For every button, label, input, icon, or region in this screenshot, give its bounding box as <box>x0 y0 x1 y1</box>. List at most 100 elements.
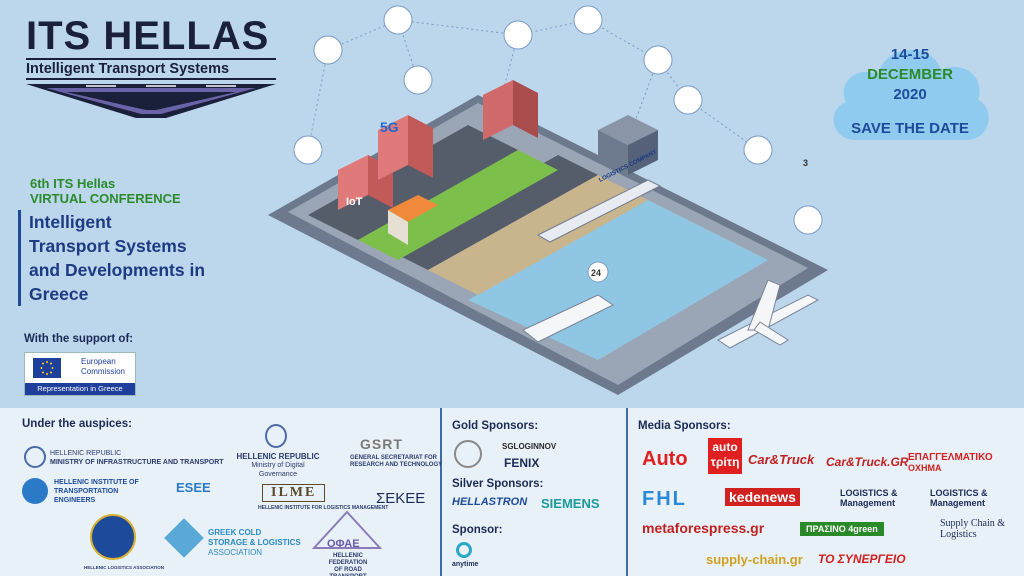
siemens-logo: SIEMENS <box>541 496 600 511</box>
car-icon <box>573 5 603 35</box>
logo-subtitle: Intelligent Transport Systems <box>26 58 276 80</box>
auto-specialist-logo: Auto <box>642 448 688 470</box>
sponsor-heading: Sponsor: <box>452 524 503 536</box>
sekee-logo: ΣΕΚΕΕ <box>376 490 426 507</box>
metaforespress-logo: metaforespress.gr <box>642 520 765 536</box>
tag-iot: IoT <box>346 196 363 208</box>
prasino-logo: ΠΡΑΣΙΝΟ 4green <box>800 522 884 536</box>
epag-line2: ΟΧΗΜΑ <box>908 463 942 473</box>
greek-emblem-icon <box>265 424 287 448</box>
hite-logo-icon <box>22 478 48 504</box>
smart-city-illustration: 5G IoT LOGISTICS COMPANY 24 3 <box>268 5 828 395</box>
conference-title: Intelligent Transport Systems and Develo… <box>18 210 258 306</box>
ofae-triangle-icon <box>312 510 382 549</box>
fenix-logo: FENIX <box>504 456 540 470</box>
charger-icon <box>643 45 673 75</box>
gcs: GREEK COLD STORAGE & LOGISTICS ASSOCIATI… <box>208 528 301 558</box>
pylon-icon <box>673 85 703 115</box>
hellastron-logo: HELLASTRON <box>452 496 528 508</box>
esee-logo: ESEE <box>176 480 211 495</box>
auto-triti-logo: auto τρίτη <box>708 438 742 474</box>
ofae-subtitle: HELLENIC FEDERATION OF ROAD TRANSPORT <box>318 553 378 576</box>
hero-banner: ITS HELLAS Intelligent Transport Systems… <box>18 5 994 396</box>
gsrt-sub-line1: GENERAL SECRETARIAT FOR <box>350 455 438 461</box>
to-synergeio-logo: ΤΟ ΣΥΝΕΡΓΕΙΟ <box>818 552 906 566</box>
save-the-date: SAVE THE DATE <box>851 120 969 137</box>
traffic-light-icon <box>403 65 433 95</box>
supply-chain-logistics-logo: Supply Chain & Logistics <box>940 518 1006 540</box>
auto-triti-line1: auto <box>712 440 738 454</box>
ofae-sub-line2: OF ROAD TRANSPORT <box>329 567 366 576</box>
gold-seal-icon <box>454 440 482 468</box>
epag-line1: ΕΠΑΓΓΕΛΜΑΤΙΚΟ <box>908 452 993 463</box>
logistics-management-logo-1: LOGISTICS & Management <box>840 488 898 508</box>
its-hellas-logo: ITS HELLAS Intelligent Transport Systems <box>26 16 276 118</box>
conference-type: VIRTUAL CONFERENCE <box>30 191 181 206</box>
sgloginnov-logo: SGLOGINNOV <box>502 442 557 451</box>
date-cloud: 14-15 DECEMBER 2020 SAVE THE DATE <box>826 30 994 148</box>
hla-logo-icon <box>90 514 136 560</box>
epag-oxima-logo: ΕΠΑΓΓΕΛΜΑΤΙΚΟ ΟΧΗΜΑ <box>908 452 993 473</box>
auto-triti-line2: τρίτη <box>710 455 740 469</box>
date-year: 2020 <box>893 86 927 103</box>
bolt-icon <box>503 20 533 50</box>
car-truck-logo: Car&Truck <box>748 452 815 467</box>
ministry-digital: HELLENIC REPUBLIC Ministry of Digital Go… <box>232 452 324 479</box>
bike-icon <box>313 35 343 65</box>
gsrt-logo: GSRT <box>360 436 403 452</box>
hite-line2: TRANSPORTATION <box>54 488 119 495</box>
ec-line2: Commission <box>81 367 126 376</box>
ofae-logo: ΟΦΑΕ <box>327 538 360 550</box>
hite-line1: HELLENIC INSTITUTE OF <box>54 479 139 486</box>
scooter-icon <box>293 135 323 165</box>
ministry-transport: HELLENIC REPUBLIC MINISTRY OF INFRASTRUC… <box>50 449 224 467</box>
supply-chain-gr-logo: supply-chain.gr <box>706 552 803 567</box>
kedenews-logo: kedenews <box>725 488 800 506</box>
car-truck-gr-logo: Car&Truck.GR <box>826 455 909 469</box>
sponsors-panel <box>0 408 1024 576</box>
ilme-subtitle: HELLENIC INSTITUTE FOR LOGISTICS MANAGEM… <box>258 505 389 511</box>
road-logo-icon <box>26 84 276 118</box>
ec-line1: European <box>81 357 116 366</box>
ec-name: European Commission <box>81 357 125 377</box>
eu-flag-icon <box>33 358 61 378</box>
date-month: DECEMBER <box>867 66 953 83</box>
auspices-heading: Under the auspices: <box>22 418 132 430</box>
conference-title-line2: Transport Systems <box>29 236 187 256</box>
globe-icon <box>793 205 823 235</box>
ec-representation: Representation in Greece <box>25 383 135 395</box>
media-sponsors-heading: Media Sponsors: <box>638 420 731 432</box>
gsrt-subtitle: GENERAL SECRETARIAT FOR RESEARCH AND TEC… <box>350 455 442 469</box>
conference-title-line1: Intelligent <box>29 212 112 232</box>
barcode-icon <box>743 135 773 165</box>
gcs-line1: GREEK COLD <box>208 528 262 537</box>
anytime-logo: anytime <box>452 561 479 568</box>
hite-line3: ENGINEERS <box>54 497 96 504</box>
greek-emblem-icon <box>24 446 46 468</box>
logistics-management-logo-2: LOGISTICS & Management <box>930 488 988 508</box>
ministry-transport-line1: HELLENIC REPUBLIC <box>50 450 122 457</box>
gcs-line3: ASSOCIATION <box>208 548 263 557</box>
conference-edition: 6th ITS Hellas <box>30 176 116 191</box>
hla: HELLENIC LOGISTICS ASSOCIATION <box>84 565 165 570</box>
ministry-transport-line2: MINISTRY OF INFRASTRUCTURE AND TRANSPORT <box>50 459 224 466</box>
divider <box>626 408 628 576</box>
gold-sponsors-heading: Gold Sponsors: <box>452 420 539 432</box>
silver-sponsors-heading: Silver Sponsors: <box>452 478 544 490</box>
ilme-logo: ILME <box>262 484 326 502</box>
tag-5g: 5G <box>380 119 399 135</box>
date-days: 14-15 <box>890 46 930 63</box>
anytime-icon <box>456 542 472 558</box>
wifi-icon <box>383 5 413 35</box>
ofae-sub-line1: HELLENIC FEDERATION <box>328 553 368 566</box>
conference-title-line3: and Developments in Greece <box>29 260 206 304</box>
gcs-line2: STORAGE & LOGISTICS <box>208 538 301 547</box>
tag-3: 3 <box>803 158 808 168</box>
conference-info: 6th ITS Hellas VIRTUAL CONFERENCE Intell… <box>18 176 258 306</box>
gsrt-sub-line2: RESEARCH AND TECHNOLOGY <box>350 462 443 468</box>
ministry-digital-line2: Ministry of Digital Governance <box>251 462 305 478</box>
cloud-icon <box>833 49 989 140</box>
divider <box>440 408 442 576</box>
tag-24: 24 <box>591 268 601 278</box>
ministry-digital-line1: HELLENIC REPUBLIC <box>236 452 320 461</box>
